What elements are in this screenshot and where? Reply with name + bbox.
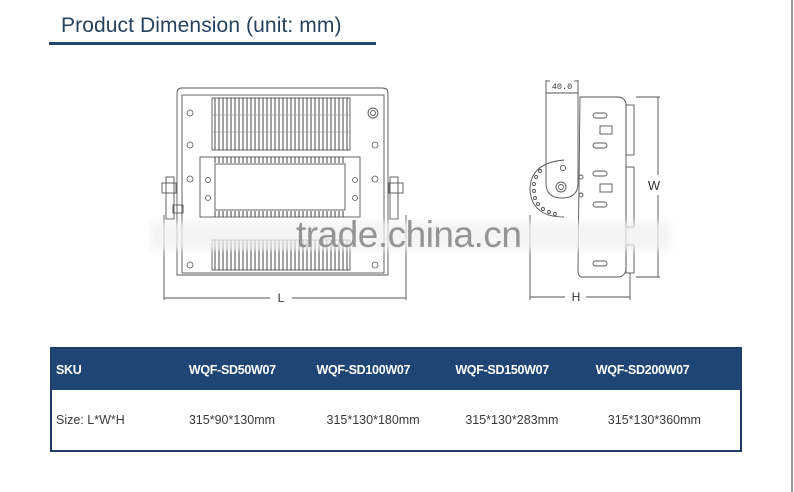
header-cell-model: WQF-SD50W07 <box>178 348 317 390</box>
row-label-size: Size: L*W*H <box>51 390 179 451</box>
watermark-band <box>150 222 670 250</box>
header-cell-sku: SKU <box>51 348 179 390</box>
watermark-text: trade.china.cn <box>296 214 522 255</box>
header-cell-model: WQF-SD200W07 <box>595 348 741 390</box>
side-view-drawing: 40.0 W H <box>529 80 661 304</box>
page-edge-divider <box>791 0 793 492</box>
header-cell-model: WQF-SD100W07 <box>316 348 456 390</box>
size-cell: 315*90*130mm <box>178 390 317 451</box>
dimension-label-h: H <box>572 290 581 304</box>
dimension-label-w: W <box>648 178 661 193</box>
title-underline <box>49 42 376 45</box>
bracket-dimension-label: 40.0 <box>552 82 572 92</box>
table-header-row: SKU WQF-SD50W07 WQF-SD100W07 WQF-SD150W0… <box>51 348 741 390</box>
page-title: Product Dimension (unit: mm) <box>61 14 342 37</box>
dimension-label-l: L <box>278 291 285 305</box>
header-cell-model: WQF-SD150W07 <box>455 348 596 390</box>
size-cell: 315*130*360mm <box>595 390 741 451</box>
table-row: Size: L*W*H 315*90*130mm 315*130*180mm 3… <box>51 390 741 451</box>
front-view-drawing: L <box>161 87 407 305</box>
size-cell: 315*130*283mm <box>455 390 596 451</box>
size-cell: 315*130*180mm <box>316 390 456 451</box>
spec-table: SKU WQF-SD50W07 WQF-SD100W07 WQF-SD150W0… <box>50 347 742 452</box>
